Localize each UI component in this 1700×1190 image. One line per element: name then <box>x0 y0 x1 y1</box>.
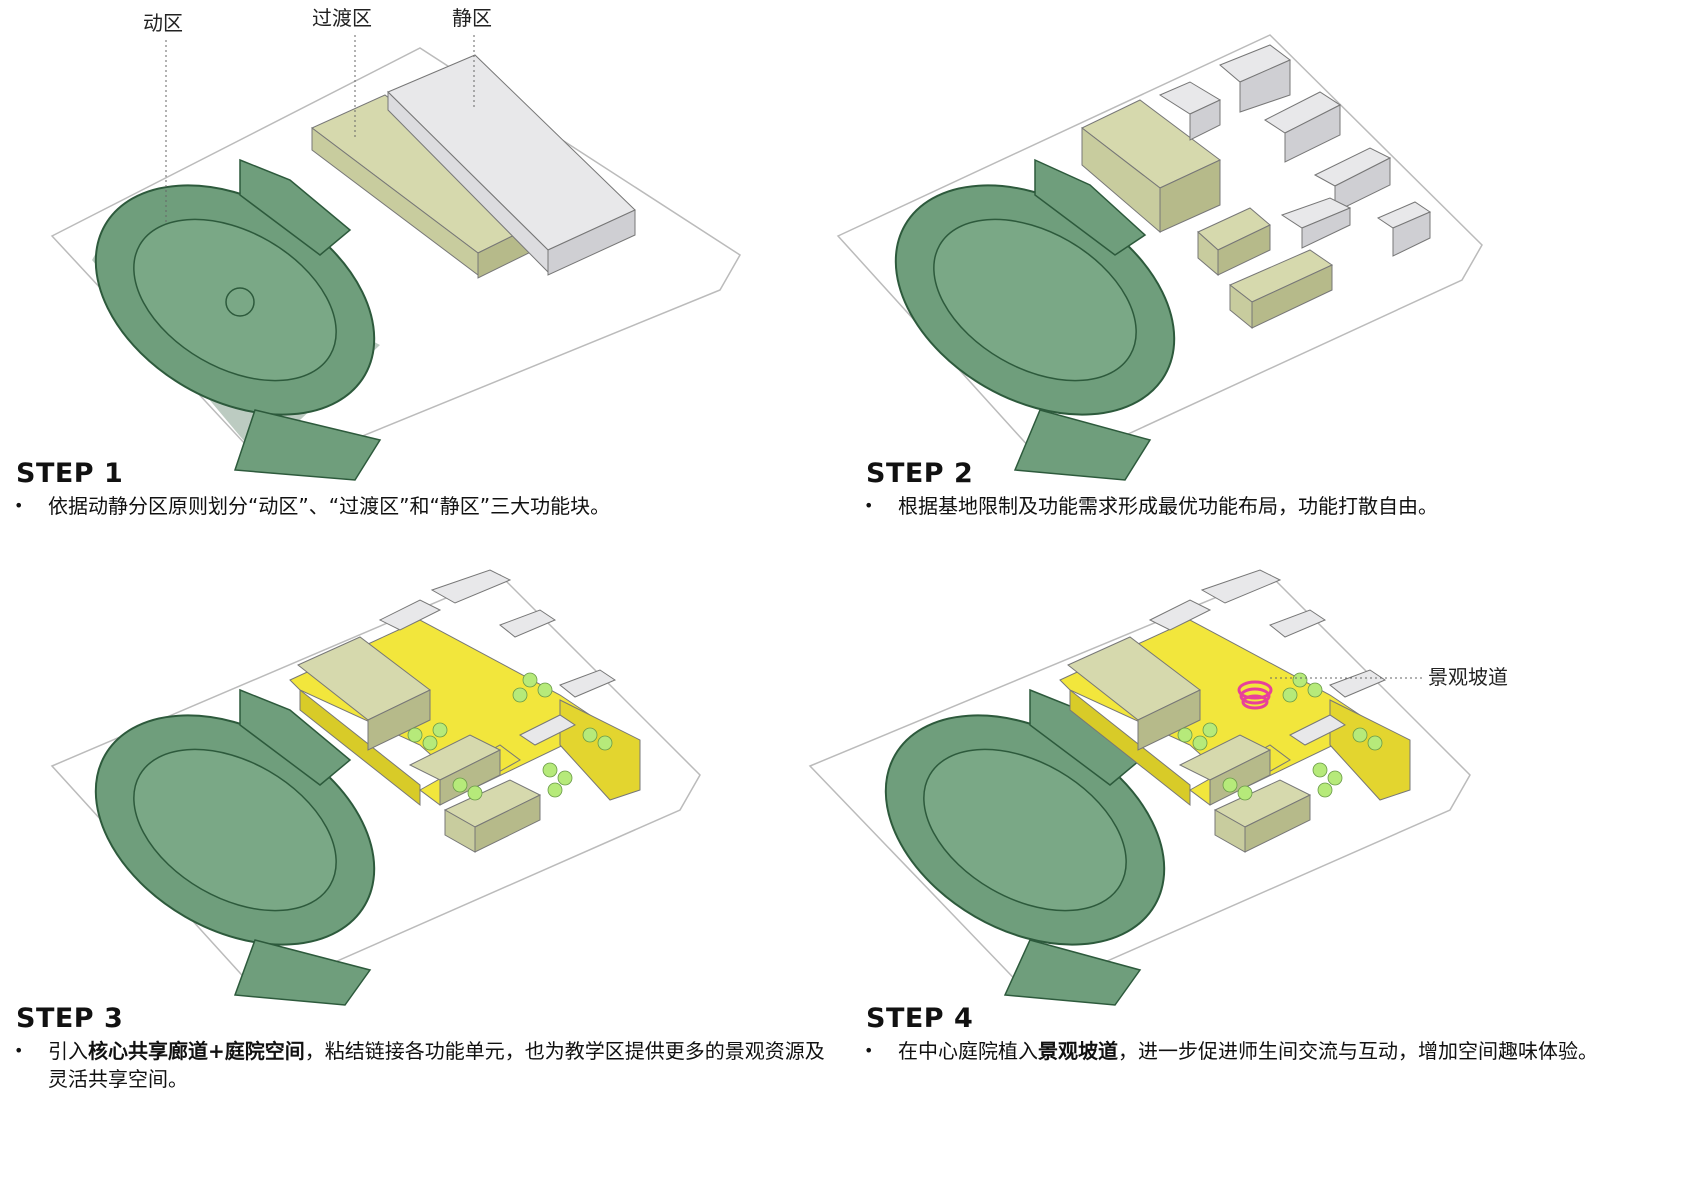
quiet-block <box>387 54 636 276</box>
step-3-text: 引入核心共享廊道+庭院空间，粘结链接各功能单元，也为教学区提供更多的景观资源及灵… <box>48 1039 825 1091</box>
transition-blocks <box>1081 99 1334 330</box>
bullet-marker: • <box>14 1041 24 1060</box>
trees <box>407 672 613 801</box>
step-3-diagram <box>50 569 701 1006</box>
step-2-description: • 根据基地限制及功能需求形成最优功能布局，功能打散自由。 <box>864 492 1684 520</box>
step-4-text: 在中心庭院植入景观坡道，进一步促进师生间交流与互动，增加空间趣味体验。 <box>898 1039 1598 1063</box>
bullet-marker: • <box>14 496 24 515</box>
step-2-title: STEP 2 <box>866 458 974 489</box>
step-1-diagram: 动区 过渡区 静区 <box>50 6 742 481</box>
step-1-title: STEP 1 <box>16 458 124 489</box>
sports-field <box>92 158 382 481</box>
sports-field <box>894 158 1176 481</box>
step-1-description: • 依据动静分区原则划分“动区”、“过渡区”和“静区”三大功能块。 <box>14 492 834 520</box>
quiet-blocks <box>1158 44 1432 257</box>
sports-field <box>94 688 376 1006</box>
sports-field <box>884 688 1166 1006</box>
quiet-blocks <box>378 569 617 746</box>
transition-blocks <box>1067 636 1312 853</box>
step-4-diagram: 景观坡道 <box>808 569 1508 1006</box>
step-2-panel: STEP 2 • 根据基地限制及功能需求形成最优功能布局，功能打散自由。 <box>836 0 1700 595</box>
step-3-description: • 引入核心共享廊道+庭院空间，粘结链接各功能单元，也为教学区提供更多的景观资源… <box>14 1037 834 1093</box>
step-3-panel: STEP 3 • 引入核心共享廊道+庭院空间，粘结链接各功能单元，也为教学区提供… <box>0 569 850 1190</box>
step-4-panel: 景观坡道 STEP 4 • 在中心庭院植入景观坡道，进一步促进师生间交流与互动，… <box>808 569 1700 1190</box>
step-2-text: 根据基地限制及功能需求形成最优功能布局，功能打散自由。 <box>898 494 1438 518</box>
label-dynamic-zone: 动区 <box>143 11 183 35</box>
step-4-title: STEP 4 <box>866 1003 974 1034</box>
step-1-panel: 动区 过渡区 静区 STEP 1 • 依据动静分区原则划分“动区”、“过渡区”和… <box>0 0 850 595</box>
bullet-marker: • <box>864 496 874 515</box>
label-quiet-zone: 静区 <box>452 6 492 30</box>
step-3-title: STEP 3 <box>16 1003 124 1034</box>
transition-blocks <box>297 636 542 853</box>
step-2-diagram <box>836 34 1483 481</box>
trees <box>1177 672 1383 801</box>
label-transition-zone: 过渡区 <box>312 6 372 30</box>
step-1-text: 依据动静分区原则划分“动区”、“过渡区”和“静区”三大功能块。 <box>48 494 611 518</box>
step-4-description: • 在中心庭院植入景观坡道，进一步促进师生间交流与互动，增加空间趣味体验。 <box>864 1037 1684 1065</box>
landscape-ramp <box>1237 680 1273 710</box>
quiet-blocks <box>1148 569 1387 746</box>
label-landscape-ramp: 景观坡道 <box>1428 665 1508 689</box>
bullet-marker: • <box>864 1041 874 1060</box>
